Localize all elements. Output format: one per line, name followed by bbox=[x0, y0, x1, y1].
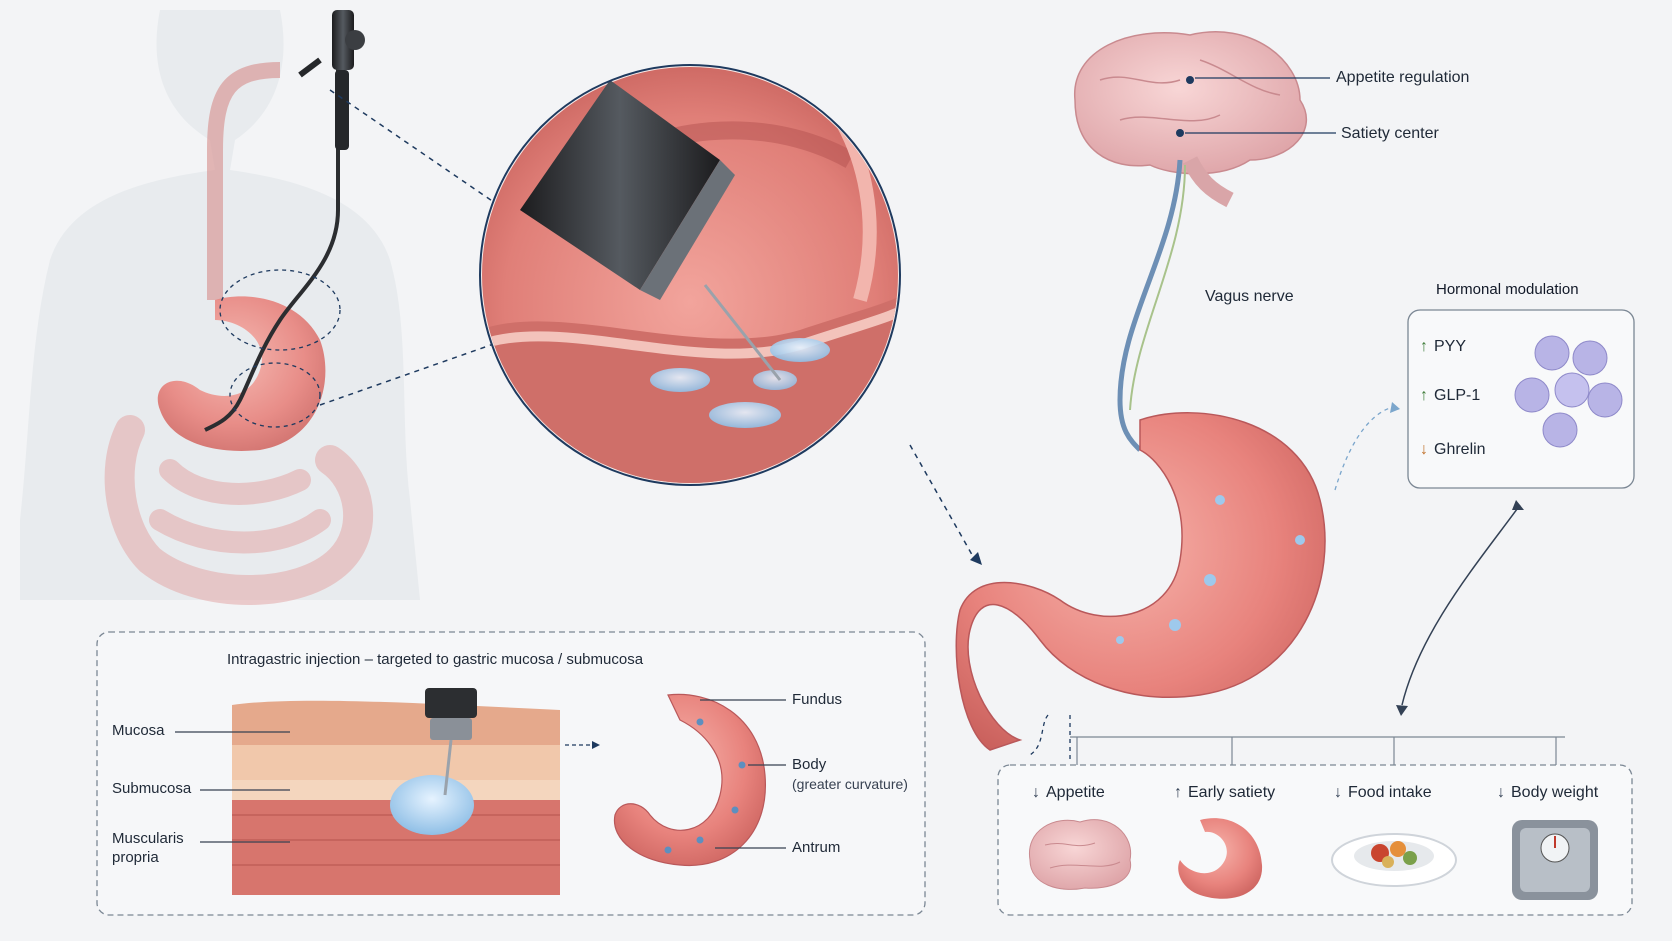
label-satiety-center: Satiety center bbox=[1341, 125, 1439, 142]
label-antrum: Antrum bbox=[792, 839, 841, 856]
body-stomach bbox=[157, 296, 326, 451]
label-mucosa: Mucosa bbox=[112, 722, 165, 739]
endoscope-tip-icon bbox=[520, 80, 782, 381]
endoscope-tube bbox=[204, 40, 340, 432]
tissue-cross-section bbox=[232, 700, 560, 895]
label-propria: propria bbox=[112, 849, 159, 866]
satiety-center-node bbox=[1176, 129, 1184, 137]
injection-panel-title: Intragastric injection – targeted to gas… bbox=[227, 651, 644, 668]
down-arrow-icon: ↓ bbox=[1032, 784, 1040, 801]
outcomes-box bbox=[997, 764, 1633, 916]
outcome-food-intake: ↓Food intake bbox=[1334, 784, 1432, 801]
food-plate-icon bbox=[1331, 833, 1457, 887]
label-fundus: Fundus bbox=[792, 691, 843, 708]
down-arrow-icon: ↓ bbox=[1334, 784, 1342, 801]
down-arrow-icon: ↓ bbox=[1420, 441, 1428, 458]
label-submucosa: Submucosa bbox=[112, 780, 192, 797]
magnified-view bbox=[479, 64, 901, 486]
vagus-nerve bbox=[1117, 159, 1183, 452]
label-appetite-regulation: Appetite regulation bbox=[1336, 69, 1470, 86]
regional-stomach bbox=[613, 693, 766, 867]
hormonal-modulation-title: Hormonal modulation bbox=[1436, 281, 1579, 298]
hormone-ghrelin: ↓Ghrelin bbox=[1420, 441, 1486, 458]
right-stomach bbox=[955, 412, 1326, 751]
injection-needle-icon bbox=[425, 688, 477, 796]
outcome-early-satiety: ↑Early satiety bbox=[1174, 784, 1276, 801]
label-body: Body bbox=[792, 756, 827, 773]
up-arrow-icon: ↑ bbox=[1420, 387, 1428, 404]
hormone-pyy: ↑PYY bbox=[1420, 338, 1467, 355]
brain-illustration bbox=[1074, 31, 1307, 208]
up-arrow-icon: ↑ bbox=[1420, 338, 1428, 355]
scale-icon bbox=[1512, 820, 1598, 900]
label-body-note: (greater curvature) bbox=[792, 776, 908, 792]
magnify-target-upper bbox=[219, 269, 341, 351]
intestines bbox=[104, 415, 374, 605]
hormone-glp1: ↑GLP-1 bbox=[1420, 387, 1481, 404]
label-muscularis: Muscularis bbox=[112, 830, 184, 847]
outcome-appetite: ↓Appetite bbox=[1032, 784, 1105, 801]
up-arrow-icon: ↑ bbox=[1174, 784, 1182, 801]
hormone-cells-icon bbox=[1514, 335, 1623, 448]
magnify-target-lower bbox=[229, 362, 321, 428]
stomach-outcome-icon bbox=[1178, 818, 1263, 899]
down-arrow-icon: ↓ bbox=[1497, 784, 1505, 801]
label-vagus-nerve: Vagus nerve bbox=[1205, 288, 1294, 305]
endoscope-handle-icon bbox=[298, 10, 365, 150]
appetite-regulation-node bbox=[1186, 76, 1194, 84]
brain-outcome-icon bbox=[1029, 819, 1132, 890]
outcome-body-weight: ↓Body weight bbox=[1497, 784, 1599, 801]
esophagus bbox=[207, 62, 281, 300]
